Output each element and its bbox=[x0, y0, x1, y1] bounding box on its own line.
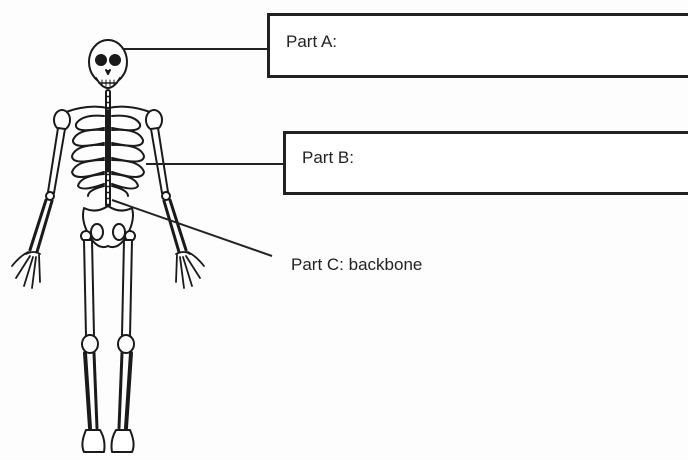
part-c-label: Part C: backbone bbox=[291, 255, 422, 275]
part-b-answer-box[interactable]: Part B: bbox=[283, 131, 688, 195]
left-hand bbox=[12, 252, 40, 288]
part-a-answer-box[interactable]: Part A: bbox=[267, 13, 688, 78]
skull bbox=[89, 40, 127, 88]
leader-line-part-c bbox=[112, 200, 272, 256]
right-hand bbox=[176, 252, 204, 288]
part-b-label: Part B: bbox=[302, 148, 354, 168]
part-a-label: Part A: bbox=[286, 32, 337, 52]
